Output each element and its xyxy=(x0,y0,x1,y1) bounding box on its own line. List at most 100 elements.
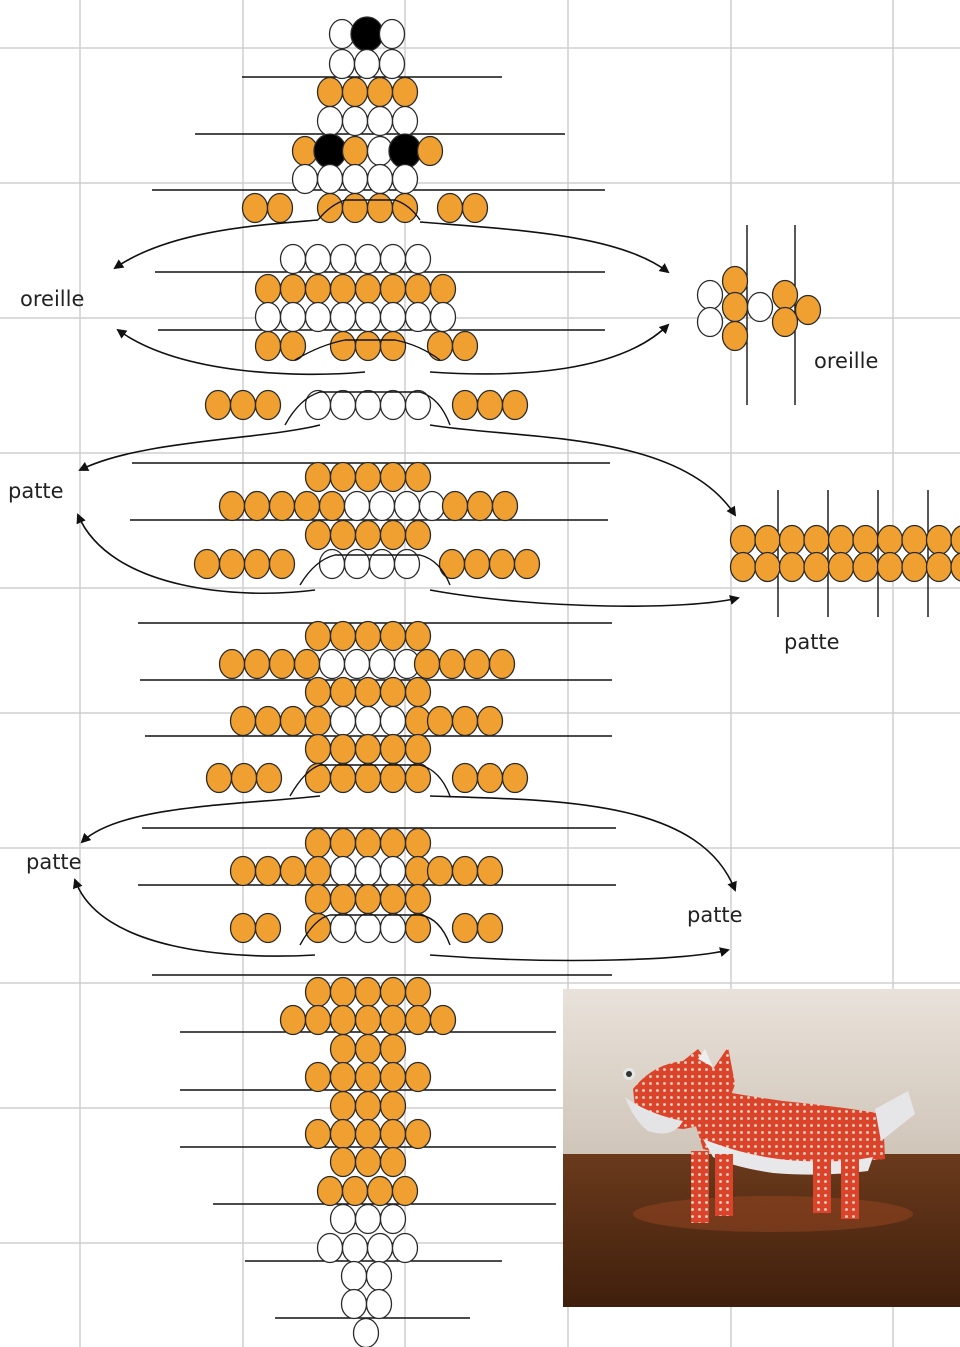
bead xyxy=(901,524,928,556)
bead xyxy=(426,330,454,362)
bead xyxy=(729,524,757,556)
bead xyxy=(366,105,394,137)
bead xyxy=(218,548,246,580)
bead xyxy=(852,551,879,583)
bead xyxy=(343,490,371,522)
bead xyxy=(316,163,344,195)
bead xyxy=(416,135,444,167)
bead xyxy=(354,676,382,708)
bead xyxy=(229,912,257,944)
bead xyxy=(329,855,357,887)
bead xyxy=(340,1260,368,1292)
paw-label-left-back: patte xyxy=(26,850,82,874)
bead xyxy=(379,912,407,944)
bead xyxy=(388,133,422,169)
bead xyxy=(341,192,369,224)
bead xyxy=(354,705,382,737)
bead xyxy=(441,490,469,522)
bead xyxy=(379,676,407,708)
bead xyxy=(852,524,879,556)
bead xyxy=(318,648,346,680)
bead xyxy=(379,243,407,275)
bead xyxy=(754,524,781,556)
connector-arrow xyxy=(78,424,321,471)
bead xyxy=(794,294,822,326)
bead xyxy=(304,273,332,305)
bead xyxy=(476,705,504,737)
bead xyxy=(379,855,407,887)
bead xyxy=(205,762,233,794)
bead xyxy=(404,1061,432,1093)
bead xyxy=(243,648,271,680)
bead xyxy=(354,1146,382,1178)
bead xyxy=(404,519,432,551)
bead xyxy=(354,301,382,333)
bead xyxy=(304,461,332,493)
bead xyxy=(379,827,407,859)
bead xyxy=(316,1232,344,1264)
bead xyxy=(925,551,953,583)
bead xyxy=(243,490,271,522)
bead xyxy=(279,1004,307,1036)
bead xyxy=(378,18,406,50)
bead xyxy=(254,301,282,333)
bead xyxy=(304,301,332,333)
bead xyxy=(329,1090,357,1122)
bead xyxy=(329,676,357,708)
bead xyxy=(318,490,346,522)
bead xyxy=(304,855,332,887)
bead xyxy=(950,552,960,582)
bead xyxy=(318,548,346,580)
bead xyxy=(304,676,332,708)
bead xyxy=(329,883,357,915)
bead xyxy=(293,648,321,680)
bead xyxy=(451,705,479,737)
bead xyxy=(721,265,749,297)
bead xyxy=(341,1175,369,1207)
bead xyxy=(426,705,454,737)
connector-arrow xyxy=(76,513,316,594)
bead xyxy=(404,855,432,887)
bead xyxy=(304,705,332,737)
connector-arrow xyxy=(429,947,730,962)
bead xyxy=(501,389,529,421)
bead xyxy=(404,389,432,421)
group-bracket xyxy=(289,764,451,797)
group-bracket xyxy=(299,554,451,586)
bead xyxy=(746,291,774,323)
ear-label-left: oreille xyxy=(20,287,85,311)
bead xyxy=(404,883,432,915)
bead xyxy=(291,163,319,195)
bead xyxy=(827,551,855,583)
bead xyxy=(329,827,357,859)
bead xyxy=(204,389,232,421)
bead xyxy=(391,163,419,195)
connector-arrow xyxy=(72,878,316,957)
bead xyxy=(379,705,407,737)
bead xyxy=(451,762,479,794)
bead xyxy=(329,243,357,275)
bead xyxy=(329,1004,357,1036)
bead xyxy=(340,1288,368,1320)
bead xyxy=(513,548,541,580)
bead-grid xyxy=(193,16,960,1347)
bead xyxy=(304,1118,332,1150)
bead xyxy=(354,855,382,887)
bead xyxy=(254,912,282,944)
bead xyxy=(366,163,394,195)
bead xyxy=(329,330,357,362)
bead xyxy=(354,733,382,765)
bead xyxy=(754,551,781,583)
bead xyxy=(268,648,296,680)
bead xyxy=(266,192,294,224)
connector-arrow xyxy=(80,795,321,844)
bead xyxy=(329,389,357,421)
bead xyxy=(379,461,407,493)
bead xyxy=(379,519,407,551)
bead xyxy=(404,620,432,652)
bead xyxy=(404,976,432,1008)
bead xyxy=(876,524,904,556)
bead xyxy=(379,883,407,915)
bead xyxy=(451,330,479,362)
